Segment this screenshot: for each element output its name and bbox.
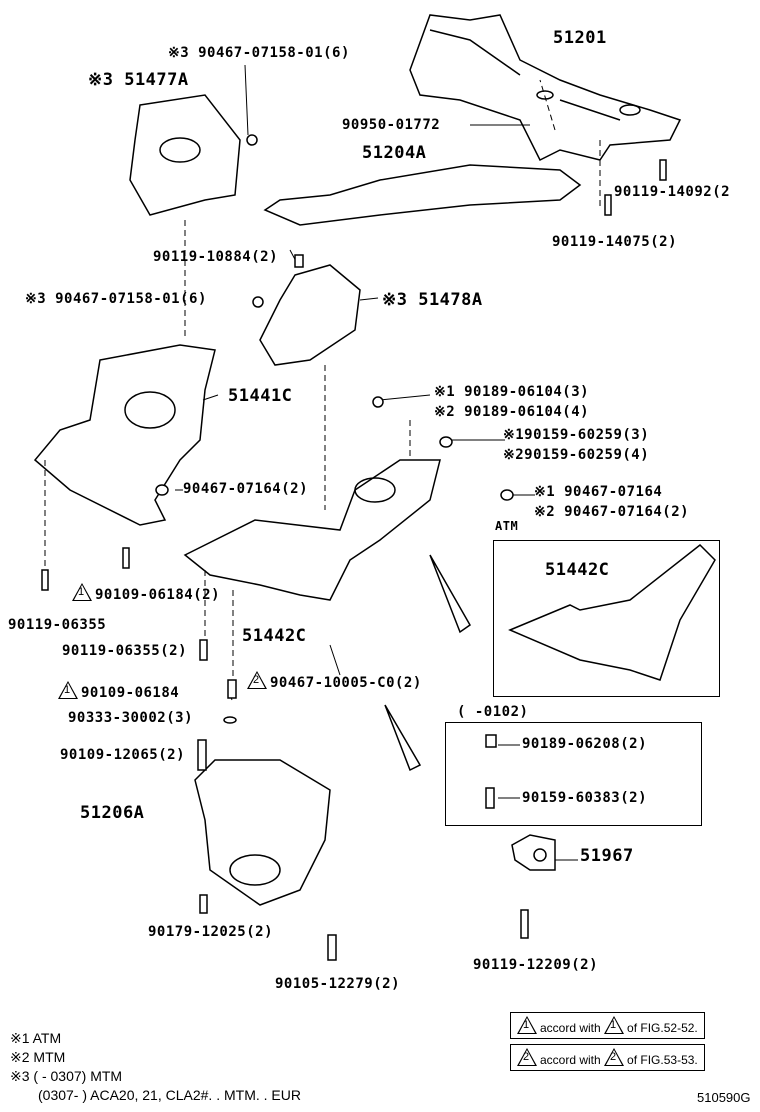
part-label: 90467-07164(2): [183, 481, 309, 497]
footnote: ※2 MTM: [10, 1049, 66, 1065]
triangle-note-icon: 1: [72, 583, 92, 601]
footnote: (0307- ) ACA20, 21, CLA2#. . MTM. . EUR: [38, 1087, 301, 1103]
triangle-note-icon: 1: [58, 681, 78, 699]
part-label: ※290159-60259(4): [503, 447, 650, 463]
part-label: 90189-06208(2): [522, 736, 648, 752]
triangle-note-icon: 2: [247, 671, 267, 689]
part-label: 90119-06355(2): [62, 643, 188, 659]
date-variant-box: [445, 722, 702, 826]
part-51477A-cover: [129, 94, 241, 216]
part-51442C-atm-cover: [508, 543, 716, 681]
part-51206A-bracket: [194, 759, 331, 906]
footnote: ※1 ATM: [10, 1030, 62, 1046]
part-label: ※3 90467-07158-01(6): [168, 45, 350, 61]
part-label: 51206A: [80, 803, 145, 823]
part-51967-bracket: [511, 834, 556, 871]
triangle-note-icon: 2: [517, 1048, 537, 1066]
part-label: ※3 51478A: [382, 290, 483, 310]
part-51442C-cover: [183, 459, 441, 601]
part-label: 90109-12065(2): [60, 747, 186, 763]
date-range-label: ( -0102): [457, 704, 529, 720]
part-label: 90119-14075(2): [552, 234, 678, 250]
part-label: 90105-12279(2): [275, 976, 401, 992]
part-label: 51441C: [228, 386, 293, 406]
triangle-note-icon: 1: [517, 1016, 537, 1034]
part-label: ※1 90467-07164: [534, 484, 663, 500]
part-label: ※3 90467-07158-01(6): [25, 291, 207, 307]
triangle-note-icon: 1: [604, 1016, 625, 1034]
part-label: 51967: [580, 846, 634, 866]
figure-id: 510590G: [697, 1090, 751, 1105]
part-label: ※190159-60259(3): [503, 427, 650, 443]
bolts: [41, 134, 667, 961]
part-51478A-cover: [259, 264, 361, 366]
part-label: 90333-30002(3): [68, 710, 194, 726]
part-label: 51204A: [362, 143, 427, 163]
part-label: ※1 90189-06104(3): [434, 384, 590, 400]
part-label: 90119-06355: [8, 617, 107, 633]
part-label: 90179-12025(2): [148, 924, 274, 940]
part-label: ※3 51477A: [88, 70, 189, 90]
part-label: 90119-14092(2: [614, 184, 731, 200]
part-label: 90950-01772: [342, 117, 441, 133]
part-label: 51442C: [242, 626, 307, 646]
part-51441C-cover: [33, 344, 216, 526]
part-label: 90159-60383(2): [522, 790, 648, 806]
part-label: 51201: [553, 28, 607, 48]
atm-label: ATM: [495, 519, 519, 533]
part-label: 90119-10884(2): [153, 249, 279, 265]
part-51201-crossmember: [409, 14, 682, 162]
atm-variant-box: [493, 540, 720, 697]
part-label: ※2 90467-07164(2): [534, 504, 690, 520]
arrows: [384, 554, 471, 772]
part-label: ※2 90189-06104(4): [434, 404, 590, 420]
footnote: ※3 ( - 0307) MTM: [10, 1068, 123, 1084]
part-51204A-brace: [263, 164, 582, 226]
part-label: 51442C: [545, 560, 610, 580]
triangle-note-icon: 2: [604, 1048, 625, 1066]
part-label: 90119-12209(2): [473, 957, 599, 973]
